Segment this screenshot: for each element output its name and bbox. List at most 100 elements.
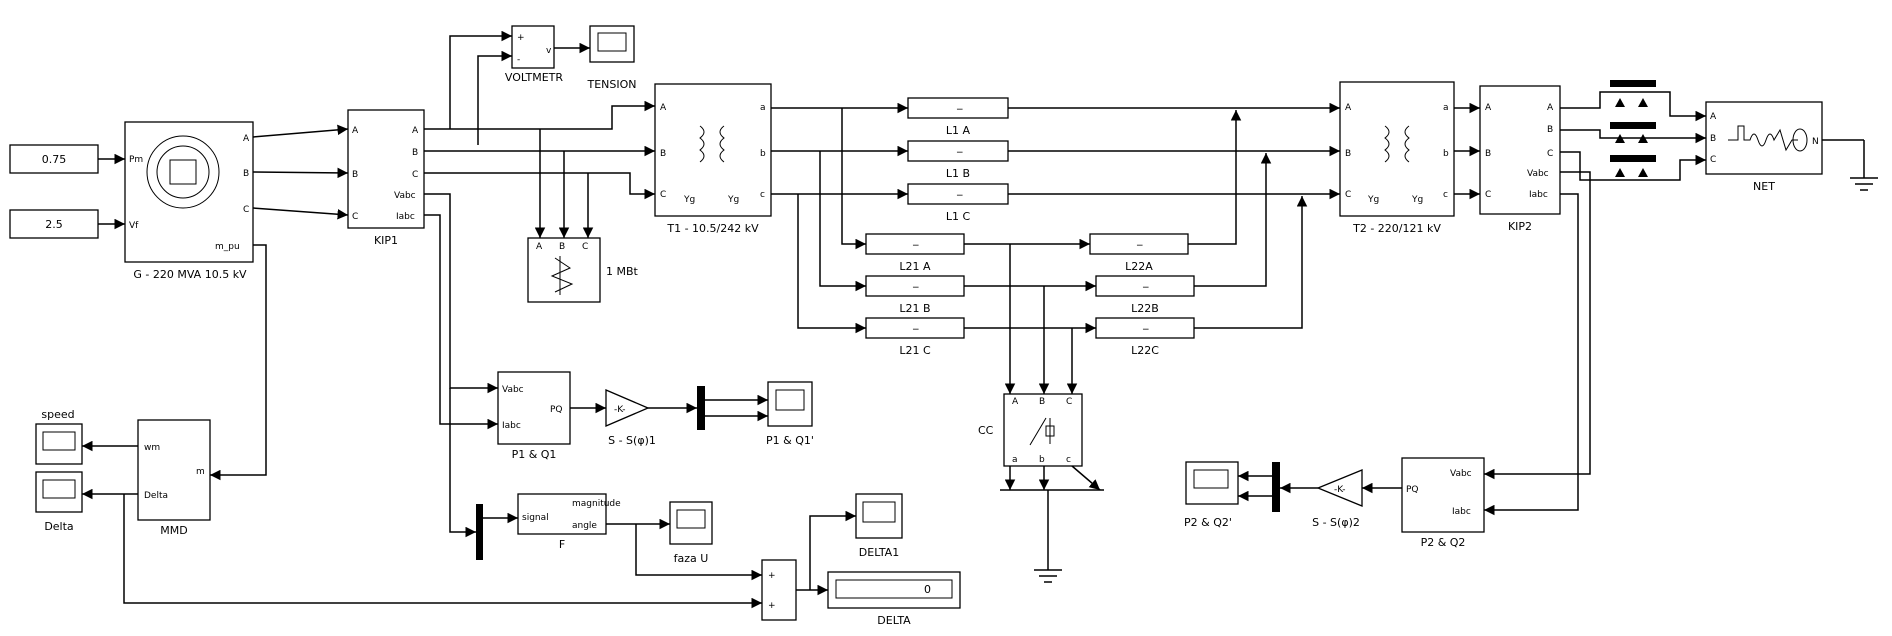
- sum-block[interactable]: + +: [761, 559, 797, 621]
- tension-scope[interactable]: [589, 25, 635, 63]
- gain-1[interactable]: -K-: [605, 389, 650, 427]
- gain2-symbol: -K-: [1334, 485, 1345, 495]
- l22a-label: L22A: [1125, 260, 1153, 273]
- const-pm-block[interactable]: 0.75: [9, 144, 99, 174]
- svg-text:-: -: [517, 55, 520, 65]
- fourier-block[interactable]: signal magnitude angle: [517, 493, 621, 535]
- t1-yg-left: Yg: [683, 195, 695, 205]
- svg-text:a: a: [1012, 455, 1018, 465]
- fourier-angle: angle: [572, 521, 597, 531]
- wires: [82, 30, 1706, 609]
- svg-text:−: −: [1142, 325, 1150, 335]
- generator-block[interactable]: Pm Vf A B C m_pu: [124, 121, 254, 263]
- mmd-m: m: [196, 467, 205, 477]
- kip1-out-b: B: [412, 148, 418, 158]
- speed-scope[interactable]: [35, 423, 83, 465]
- t2-yg-right: Yg: [1411, 195, 1423, 205]
- sum-plus-1: +: [768, 571, 776, 581]
- speed-label: speed: [41, 408, 74, 421]
- svg-text:−: −: [912, 325, 920, 335]
- mmd-label: MMD: [160, 524, 187, 537]
- line-l22a[interactable]: −: [1089, 233, 1189, 255]
- scope-p1q1[interactable]: [767, 381, 813, 427]
- svg-text:A: A: [1547, 103, 1554, 113]
- svg-text:B: B: [352, 170, 358, 180]
- scope-p2q2-label: P2 & Q2': [1184, 516, 1232, 529]
- l21a-label: L21 A: [899, 260, 931, 273]
- t2-yg-left: Yg: [1367, 195, 1379, 205]
- svg-text:A: A: [1710, 112, 1717, 122]
- kip2-block[interactable]: A B C A B C Vabc Iabc: [1479, 85, 1561, 215]
- kip2-label: KIP2: [1508, 220, 1532, 233]
- p2q2-block[interactable]: PQ Vabc Iabc: [1401, 457, 1485, 533]
- svg-text:B: B: [1710, 134, 1716, 144]
- svg-text:C: C: [352, 212, 358, 222]
- mux-1[interactable]: [697, 386, 705, 430]
- svg-text:C: C: [582, 242, 588, 252]
- demux-f[interactable]: [476, 504, 483, 560]
- mux-2[interactable]: [1272, 462, 1280, 512]
- line-l22b[interactable]: −: [1095, 275, 1195, 297]
- delta-display[interactable]: 0: [827, 571, 961, 609]
- svg-text:b: b: [760, 149, 766, 159]
- gen-port-b: B: [243, 169, 249, 179]
- svg-text:−: −: [956, 105, 964, 115]
- svg-text:a: a: [1443, 103, 1449, 113]
- transformer-t1[interactable]: A B C a b c Yg Yg: [654, 83, 772, 217]
- t1-label: T1 - 10.5/242 kV: [666, 222, 759, 235]
- svg-text:B: B: [1345, 149, 1351, 159]
- svg-text:N: N: [1812, 137, 1819, 147]
- delta1-scope[interactable]: [855, 493, 903, 539]
- svg-text:B: B: [559, 242, 565, 252]
- l21c-label: L21 C: [899, 344, 931, 357]
- faza-u-scope[interactable]: [669, 501, 713, 545]
- load-1mw-block[interactable]: A B C: [527, 237, 601, 303]
- svg-text:B: B: [1039, 397, 1045, 407]
- line-l21a[interactable]: −: [865, 233, 965, 255]
- p1q1-vabc: Vabc: [502, 385, 524, 395]
- l1b-label: L1 B: [946, 167, 970, 180]
- svg-text:−: −: [956, 148, 964, 158]
- const-vf-block[interactable]: 2.5: [9, 209, 99, 239]
- kip1-out-iabc: Iabc: [396, 212, 415, 222]
- const-vf-value: 2.5: [45, 218, 63, 231]
- kip1-block[interactable]: A B C A B C Vabc Iabc: [347, 109, 425, 229]
- gain-2[interactable]: -K-: [1316, 469, 1363, 507]
- kip1-out-c: C: [412, 170, 418, 180]
- svg-text:C: C: [1710, 155, 1716, 165]
- svg-text:A: A: [1012, 397, 1019, 407]
- p1q1-pq: PQ: [550, 405, 563, 415]
- gain1-symbol: -K-: [614, 405, 625, 415]
- p2q2-vabc: Vabc: [1450, 469, 1472, 479]
- mmd-delta: Delta: [144, 491, 168, 501]
- generator-label: G - 220 MVA 10.5 kV: [133, 268, 247, 281]
- net-source-block[interactable]: A B C N: [1705, 101, 1823, 175]
- scope-p2q2[interactable]: [1185, 461, 1239, 505]
- svg-text:−: −: [956, 191, 964, 201]
- gen-port-a: A: [243, 134, 250, 144]
- line-l1a[interactable]: −: [907, 97, 1009, 119]
- svg-text:a: a: [760, 103, 766, 113]
- line-l22c[interactable]: −: [1095, 317, 1195, 339]
- fault-cc-block[interactable]: A B C a b c: [1003, 393, 1083, 467]
- p2q2-pq: PQ: [1406, 485, 1419, 495]
- svg-text:B: B: [1547, 125, 1553, 135]
- transformer-t2[interactable]: A B C a b c Yg Yg: [1339, 81, 1455, 217]
- svg-text:A: A: [1485, 103, 1492, 113]
- mmd-block[interactable]: wm Delta m: [137, 419, 211, 521]
- fourier-signal: signal: [522, 513, 549, 523]
- gain1-label: S - S(φ)1: [608, 434, 656, 447]
- fourier-magnitude: magnitude: [572, 499, 621, 509]
- svg-text:C: C: [1345, 190, 1351, 200]
- voltmeter-label: VOLTMETR: [505, 71, 563, 84]
- delta-scope[interactable]: [35, 471, 83, 513]
- line-l1c[interactable]: −: [907, 183, 1009, 205]
- svg-text:A: A: [1345, 103, 1352, 113]
- line-l21b[interactable]: −: [865, 275, 965, 297]
- p1q1-block[interactable]: Vabc Iabc PQ: [497, 371, 571, 445]
- line-l21c[interactable]: −: [865, 317, 965, 339]
- voltmeter-block[interactable]: + - v: [511, 25, 555, 69]
- svg-text:C: C: [1547, 149, 1553, 159]
- breaker-group[interactable]: [1610, 80, 1656, 177]
- line-l1b[interactable]: −: [907, 140, 1009, 162]
